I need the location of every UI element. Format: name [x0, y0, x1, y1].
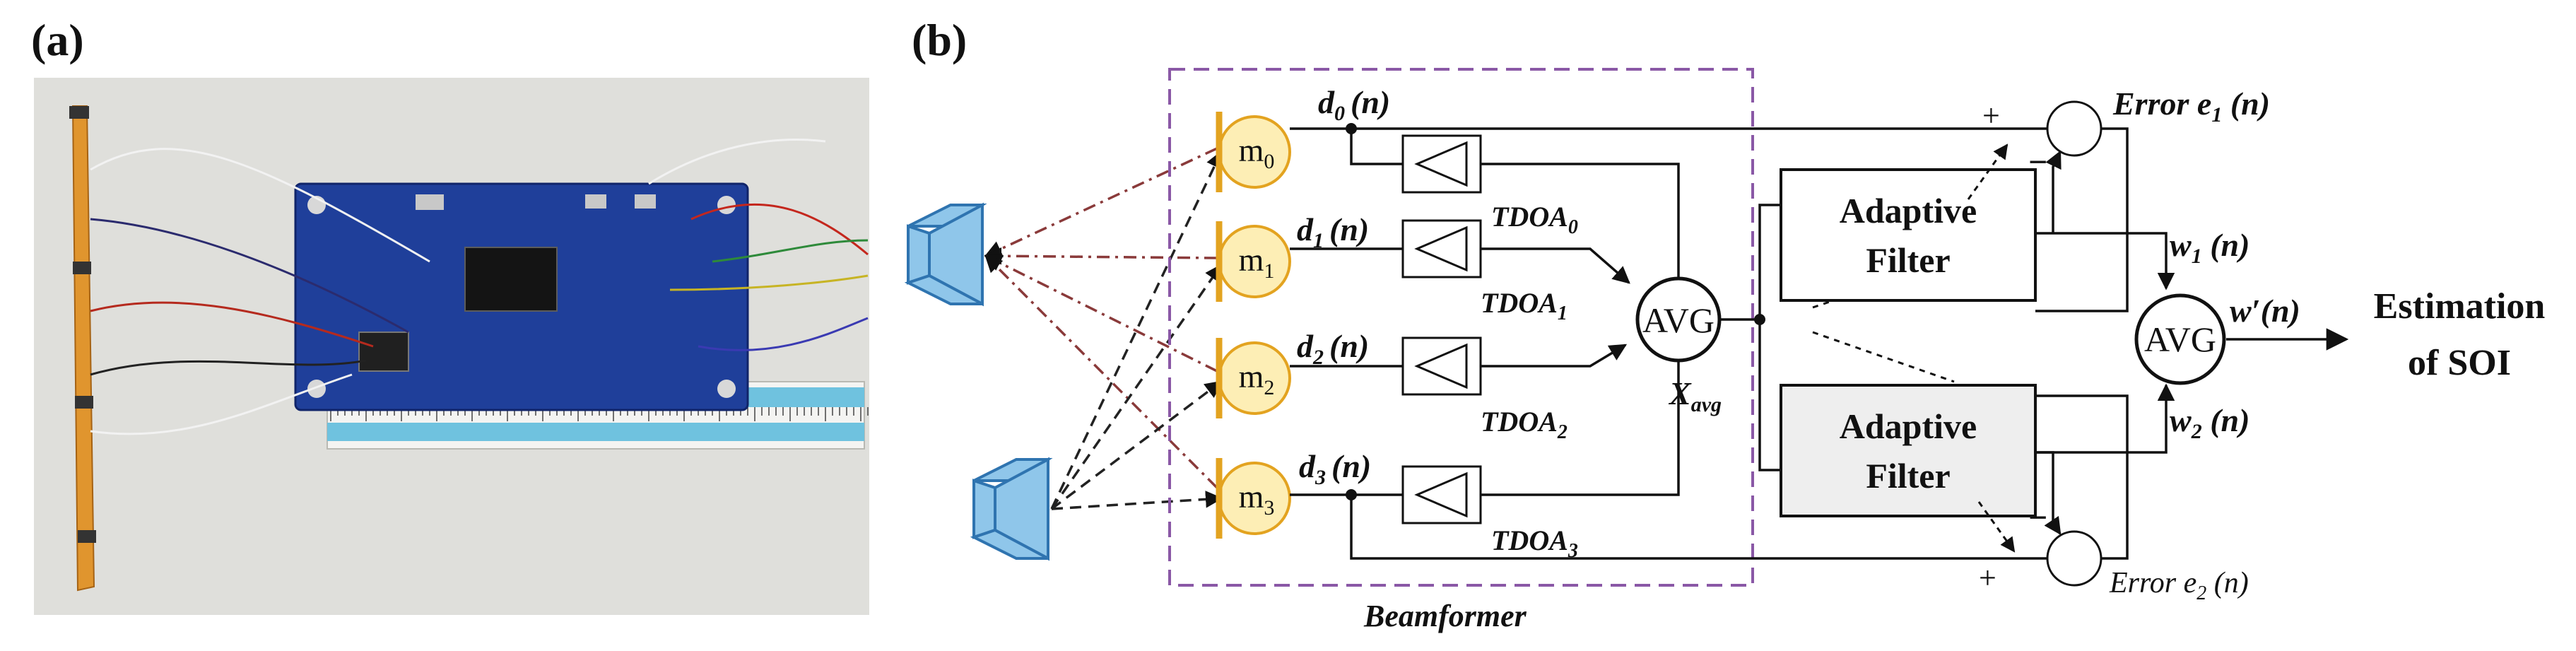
mount-hole [717, 196, 736, 214]
weight-w2-label: w2 (n) [2170, 402, 2249, 443]
main-pcb [294, 182, 749, 411]
mount-hole [717, 380, 736, 398]
mic-array-flex-pcb [69, 105, 96, 592]
error-2-plus: + [1979, 561, 1996, 595]
wires [90, 139, 869, 435]
panel-label-a: (a) [31, 15, 84, 65]
error-wiring [2035, 127, 2152, 560]
signal-label-d0: d0(n) [1318, 84, 1390, 125]
filter-bottom-line1: Adaptive [1840, 406, 1977, 446]
source-1-paths [984, 147, 1218, 489]
signal-label-d3: d3(n) [1299, 448, 1371, 489]
mic-element [69, 106, 89, 119]
adapt-arrow [1812, 331, 1955, 383]
filter-bottom-line2: Filter [1866, 456, 1950, 495]
microphone-m3: m3 [1216, 458, 1291, 539]
error-1-plus: + [1982, 98, 2000, 133]
mic-name: m [1239, 132, 1264, 168]
filter-top-line1: Adaptive [1840, 191, 1977, 230]
junction-dot [1346, 123, 1357, 134]
mic-element [78, 530, 96, 543]
beamformer-avg-node: AVG [1635, 276, 1722, 363]
filter-top-line2: Filter [1866, 240, 1950, 280]
hardware-photo [34, 78, 869, 615]
pcb-switch [585, 194, 606, 209]
beamformer-wiring [1290, 127, 2074, 560]
svg-text:m0: m0 [1239, 132, 1275, 173]
output-label-line1: Estimation [2374, 286, 2546, 327]
adaptive-filter-bottom: Adaptive Filter [1780, 384, 2037, 517]
weight-w1-label: w1 (n) [2170, 227, 2249, 268]
pcb-chip [464, 247, 558, 312]
microphone-m0: m0 [1216, 112, 1291, 192]
beamformer-box [1168, 68, 1754, 587]
error-node-1 [2046, 100, 2102, 157]
output-weight-label: w′(n) [2230, 293, 2300, 329]
tdoa-label-3: TDOA3 [1491, 524, 1578, 562]
mic-sub: 3 [1264, 496, 1274, 520]
microphone-m2: m2 [1216, 338, 1291, 418]
mic-sub: 2 [1264, 376, 1274, 399]
mic-sub: 1 [1264, 259, 1274, 283]
source-2-paths [1050, 150, 1223, 510]
mic-element [75, 396, 93, 409]
panel-label-b: (b) [912, 15, 968, 65]
mic-name: m [1239, 479, 1264, 515]
output-avg-node: AVG [2134, 293, 2226, 385]
tdoa-block-1 [1401, 219, 1482, 278]
mic-element [73, 262, 91, 274]
mic-name: m [1239, 358, 1264, 394]
svg-text:m3: m3 [1239, 479, 1275, 520]
filter-input-wiring [1719, 204, 1781, 471]
tdoa-label-0: TDOA0 [1491, 201, 1578, 238]
svg-text:m1: m1 [1239, 242, 1275, 283]
tdoa-block-2 [1401, 336, 1482, 396]
xavg-label: Xavg [1668, 375, 1722, 416]
beamformer-label: Beamformer [1363, 599, 1527, 633]
junction-dot [1754, 314, 1765, 325]
tdoa-block-0 [1401, 134, 1482, 194]
error-2-minus: − [2028, 499, 2047, 536]
avg-label: AVG [1642, 300, 1715, 340]
signal-label-d2: d2(n) [1297, 328, 1369, 369]
weight-wiring [2152, 232, 2349, 454]
output-avg-label: AVG [2144, 319, 2216, 359]
error-1-label: Error e1 (n) [2112, 86, 2270, 127]
sound-source-1 [904, 202, 987, 307]
svg-text:m2: m2 [1239, 358, 1275, 399]
error-node-2 [2046, 530, 2102, 587]
sound-source-2 [970, 457, 1053, 561]
tdoa-label-2: TDOA2 [1481, 406, 1568, 443]
error-1-minus: − [2028, 143, 2047, 181]
usb-port [416, 194, 444, 210]
mic-sub: 0 [1264, 150, 1274, 173]
microphone-m1: m1 [1216, 221, 1291, 302]
tdoa-block-3 [1401, 465, 1482, 524]
mount-hole [307, 380, 326, 398]
pcb-connector [358, 332, 409, 372]
error-feedback-arrow [1967, 143, 2009, 200]
output-label-line2: of SOI [2408, 343, 2511, 383]
junction-dot [1346, 489, 1357, 500]
pcb-switch [635, 194, 656, 209]
tdoa-label-1: TDOA1 [1481, 287, 1568, 324]
mic-name: m [1239, 242, 1264, 278]
signal-label-d1: d1(n) [1297, 211, 1369, 252]
adaptive-filter-top: Adaptive Filter [1780, 168, 2037, 302]
error-2-label: Error e2 (n) [2109, 567, 2249, 604]
